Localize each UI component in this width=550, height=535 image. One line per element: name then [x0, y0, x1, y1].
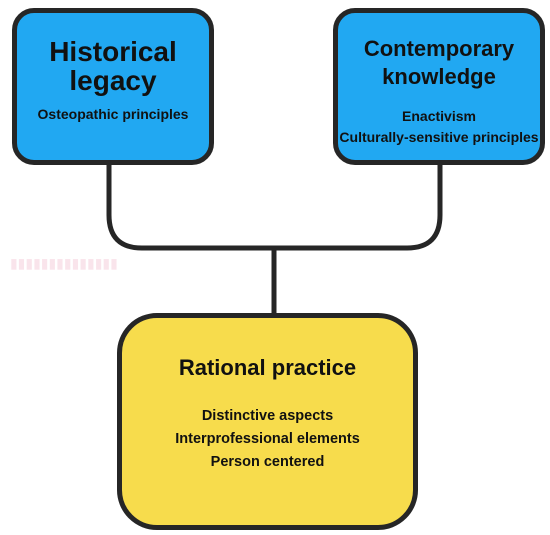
list-item: Enactivism	[402, 108, 476, 124]
historical-legacy-box: Historical legacy Osteopathic principles	[12, 8, 214, 165]
list-item: Interprofessional elements	[175, 431, 360, 448]
rational-practice-title: Rational practice	[178, 355, 357, 380]
historical-legacy-title: Historical legacy	[17, 37, 209, 96]
list-item: Distinctive aspects	[201, 408, 334, 425]
list-item: Culturally-sensitive principles	[339, 129, 539, 145]
contemporary-knowledge-box: Contemporary knowledge Enactivism Cultur…	[333, 8, 545, 165]
list-item: Person centered	[210, 454, 325, 471]
contemporary-knowledge-title: Contemporary knowledge	[338, 35, 540, 90]
list-item: Osteopathic principles	[37, 105, 189, 122]
ghost-text: ▮▮▮▮▮▮▮▮▮▮▮▮▮▮	[10, 255, 118, 271]
title-line: Historical	[49, 36, 177, 67]
connector-historical	[106, 162, 277, 251]
title-line: Contemporary	[363, 36, 515, 61]
contemporary-knowledge-items: Enactivism Culturally-sensitive principl…	[338, 106, 540, 148]
title-line: legacy	[69, 65, 157, 97]
connector-contemporary	[271, 162, 443, 251]
historical-legacy-items: Osteopathic principles	[17, 106, 209, 122]
title-line: knowledge	[382, 63, 496, 89]
rational-practice-box: Rational practice Distinctive aspects In…	[117, 313, 418, 530]
rational-practice-items: Distinctive aspects Interprofessional el…	[122, 405, 413, 475]
